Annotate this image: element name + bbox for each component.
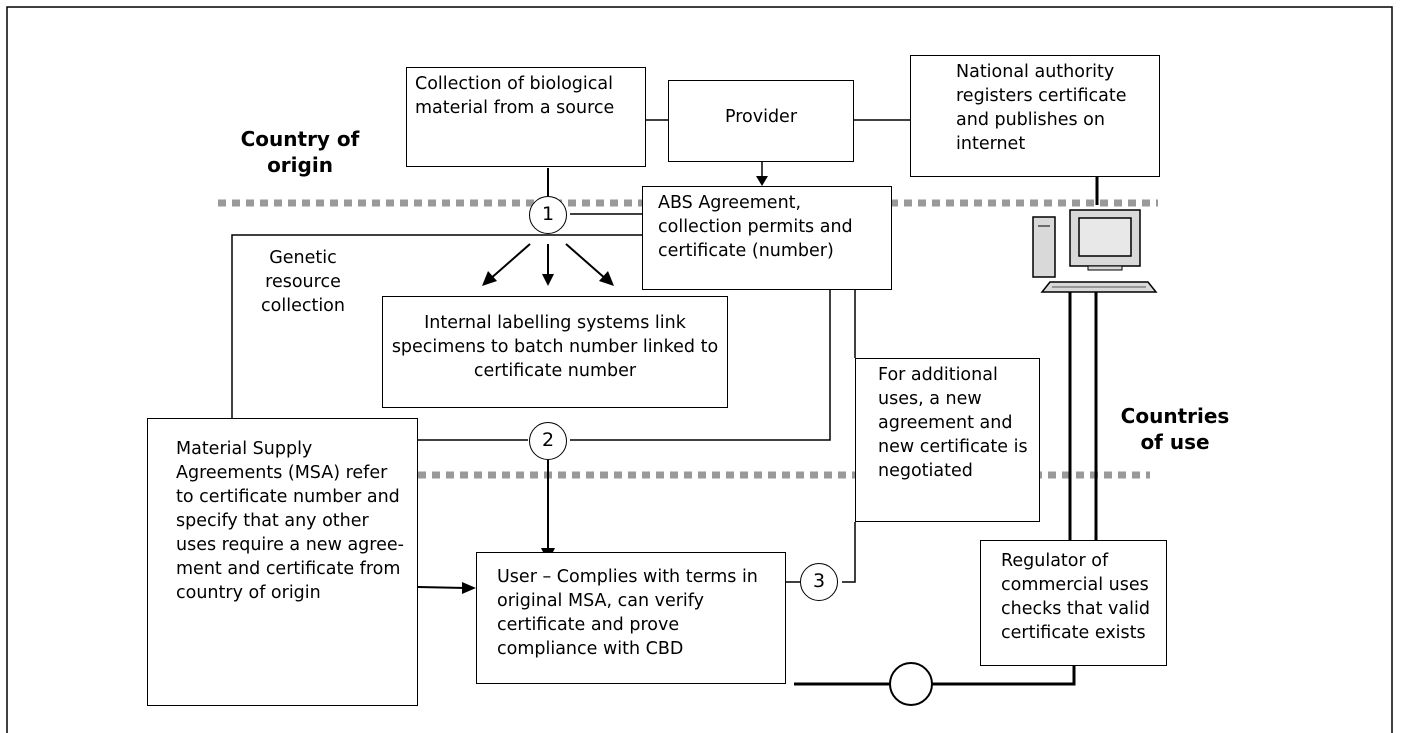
step-2: 2 — [529, 422, 567, 460]
abs-agreement-box: ABS Agreement, collection permits and ce… — [642, 186, 892, 290]
computer-icon — [1032, 209, 1158, 293]
national-authority-box: National authority registers certificate… — [910, 55, 1160, 177]
user-box: User – Complies with terms in original M… — [476, 552, 786, 684]
step-1: 1 — [529, 196, 567, 234]
verification-node — [889, 662, 933, 706]
additional-uses-box: For additional uses, a new agreement and… — [855, 358, 1040, 522]
labelling-box: Internal labelling systems link specimen… — [382, 296, 728, 408]
genetic-resource-label: Genetic resource collection — [261, 248, 345, 316]
countries-of-use-label: Countries of use — [1120, 404, 1230, 454]
collection-box: Collection of biological material from a… — [406, 67, 646, 167]
provider-box: Provider — [668, 80, 854, 162]
step-3: 3 — [800, 563, 838, 601]
regulator-box: Regulator of commercial uses checks that… — [980, 540, 1167, 666]
outer-frame — [6, 6, 1393, 733]
msa-box: Material Supply Agreements (MSA) refer t… — [147, 418, 418, 706]
country-of-origin-label: Country of origin — [240, 127, 360, 177]
